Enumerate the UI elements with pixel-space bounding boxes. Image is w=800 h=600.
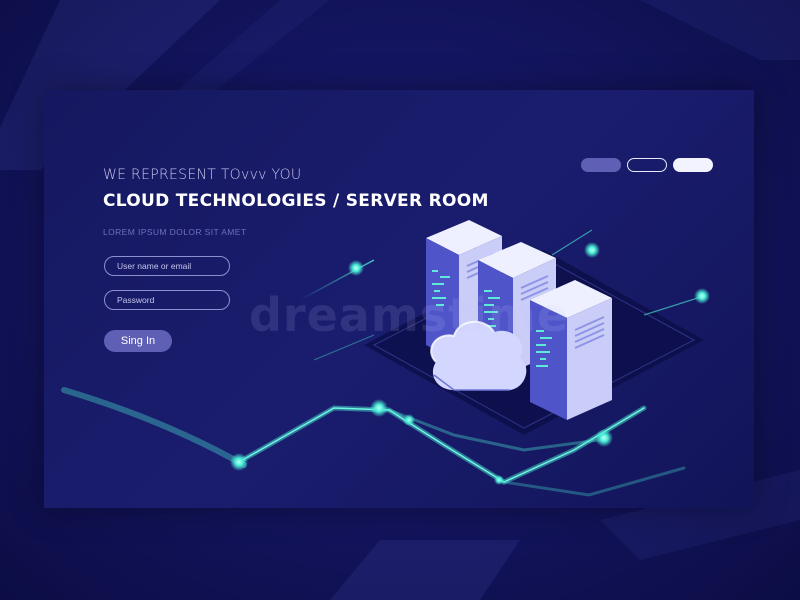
username-input[interactable] — [104, 256, 230, 276]
hero-eyebrow: WE REPRESENT TOvvv YOU — [103, 167, 302, 183]
sign-in-button[interactable]: Sing In — [104, 330, 172, 352]
network-nodes — [230, 242, 710, 485]
slide-indicator-1[interactable] — [581, 158, 621, 172]
slide-indicator-3[interactable] — [673, 158, 713, 172]
server-rack-icon — [530, 280, 612, 420]
page-title: CLOUD TECHNOLOGIES / SERVER ROOM — [103, 191, 489, 211]
hero-subtitle: LOREM IPSUM DOLOR SIT AMET — [103, 227, 247, 237]
password-input[interactable] — [104, 290, 230, 310]
hero-card: dreamstime WE REPRESENT TOvvv YOU CLOUD … — [44, 90, 754, 508]
cloud-icon — [430, 321, 527, 391]
server-room-illustration — [61, 220, 710, 497]
data-lines — [61, 387, 686, 497]
slide-indicator-2[interactable] — [627, 158, 667, 172]
